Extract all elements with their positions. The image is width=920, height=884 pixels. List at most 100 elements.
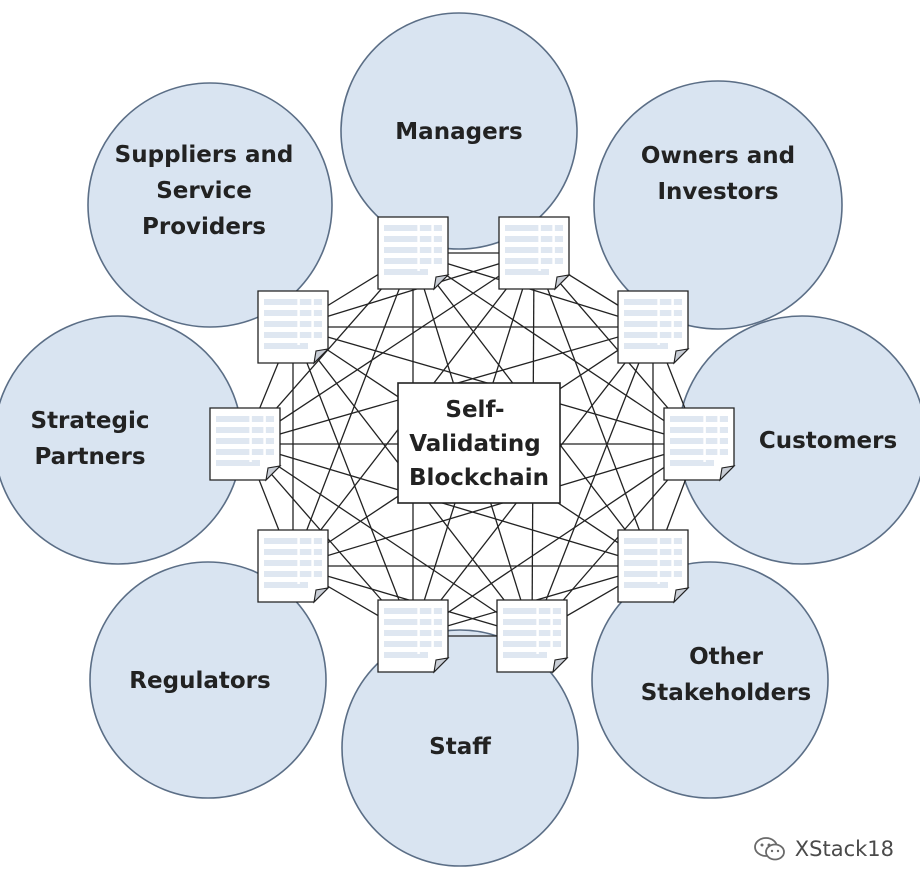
- label-strategic-partners-line-2: Partners: [34, 444, 145, 470]
- label-suppliers-and-service-providers-line-2: Service: [156, 178, 252, 204]
- label-staff-line-1: Staff: [429, 734, 491, 760]
- ledger-fold: [313, 348, 330, 365]
- ledger-row: [624, 299, 682, 305]
- ledger-fold: [673, 348, 690, 365]
- ledger-fold: [552, 657, 569, 674]
- ledger-row: [624, 321, 682, 327]
- ledger-row: [264, 582, 308, 588]
- label-owners-and-investors-line-1: Owners and: [641, 143, 795, 169]
- circle-other-stakeholders: [591, 561, 829, 799]
- ledger-row: [670, 427, 728, 433]
- ledger-fold: [433, 274, 450, 291]
- ledger-row: [505, 269, 549, 275]
- ledger-row: [503, 652, 547, 658]
- ledger-row: [216, 427, 274, 433]
- ledger-row: [670, 449, 728, 455]
- ledger-fold: [433, 657, 450, 674]
- center-label-line-1: Self-: [445, 397, 504, 423]
- ledger-row: [216, 416, 274, 422]
- ledger-fold: [719, 465, 736, 482]
- ledger-document-icon: [498, 216, 571, 291]
- connection-line-3: [412, 252, 700, 445]
- ledger-row: [624, 582, 668, 588]
- ledger-fold: [313, 587, 330, 604]
- circle-suppliers-and-service-providers: [87, 82, 333, 328]
- connection-line-42: [292, 326, 414, 637]
- ledger-row: [264, 549, 322, 555]
- ledger-row: [503, 608, 561, 614]
- ledger-row: [264, 343, 308, 349]
- ledger-row: [624, 332, 682, 338]
- ledger-row: [624, 571, 682, 577]
- ledger-row: [264, 299, 322, 305]
- ledger-copies: [209, 216, 736, 674]
- circle-strategic-partners: [0, 315, 243, 565]
- ledger-document-icon: [663, 407, 736, 482]
- ledger-row: [264, 332, 322, 338]
- circle-owners-and-investors: [593, 80, 843, 330]
- label-managers-line-1: Managers: [395, 119, 522, 145]
- center-box: [397, 382, 561, 504]
- ledger-row: [505, 225, 563, 231]
- ledger-row: [503, 619, 561, 625]
- ledger-document-icon: [617, 290, 690, 365]
- connection-line-27: [412, 443, 700, 637]
- circle-regulators: [89, 561, 327, 799]
- label-strategic-partners-line-1: Strategic: [31, 408, 150, 434]
- connection-line-20: [531, 326, 654, 637]
- ledger-document-icon: [496, 599, 569, 674]
- ledger-row: [384, 619, 442, 625]
- label-regulators-line-1: Regulators: [129, 668, 270, 694]
- ledger-fold: [265, 465, 282, 482]
- connection-line-28: [292, 443, 700, 567]
- ledger-row: [216, 449, 274, 455]
- label-suppliers-and-service-providers-line-3: Providers: [142, 214, 266, 240]
- label-managers: Managers: [395, 119, 522, 145]
- ledger-row: [264, 321, 322, 327]
- ledger-row: [624, 310, 682, 316]
- ledger-row: [384, 258, 442, 264]
- center-node: Self- Validating Blockchain: [397, 382, 561, 504]
- watermark: XStack18: [753, 836, 894, 862]
- ledger-row: [670, 460, 714, 466]
- ledger-row: [505, 247, 563, 253]
- ledger-row: [384, 652, 428, 658]
- label-other-stakeholders-line-2: Stakeholders: [641, 680, 812, 706]
- ledger-row: [503, 641, 561, 647]
- ledger-row: [264, 538, 322, 544]
- label-regulators: Regulators: [129, 668, 270, 694]
- ledger-row: [624, 560, 682, 566]
- watermark-text: XStack18: [794, 837, 894, 861]
- ledger-row: [264, 560, 322, 566]
- ledger-row: [384, 247, 442, 253]
- label-customers-line-1: Customers: [759, 428, 897, 454]
- ledger-row: [384, 269, 428, 275]
- ledger-row: [505, 236, 563, 242]
- ledger-row: [624, 549, 682, 555]
- center-label-line-2: Validating: [409, 431, 541, 457]
- ledger-document-icon: [257, 529, 330, 604]
- circle-staff: [341, 629, 579, 867]
- ledger-row: [216, 460, 260, 466]
- connection-line-34: [244, 443, 654, 567]
- connection-line-17: [292, 252, 535, 328]
- ledger-row: [624, 343, 668, 349]
- ledger-document-icon: [257, 290, 330, 365]
- label-customers: Customers: [759, 428, 897, 454]
- ledger-fold: [673, 587, 690, 604]
- ledger-row: [670, 416, 728, 422]
- wechat-icon: [753, 837, 785, 861]
- ledger-row: [384, 225, 442, 231]
- ledger-row: [503, 630, 561, 636]
- label-owners-and-investors-line-2: Investors: [657, 179, 778, 205]
- ledger-row: [216, 438, 274, 444]
- ledger-document-icon: [617, 529, 690, 604]
- center-label: Self- Validating Blockchain: [409, 397, 549, 491]
- label-other-stakeholders-line-1: Other: [689, 644, 764, 670]
- connection-line-12: [533, 252, 654, 567]
